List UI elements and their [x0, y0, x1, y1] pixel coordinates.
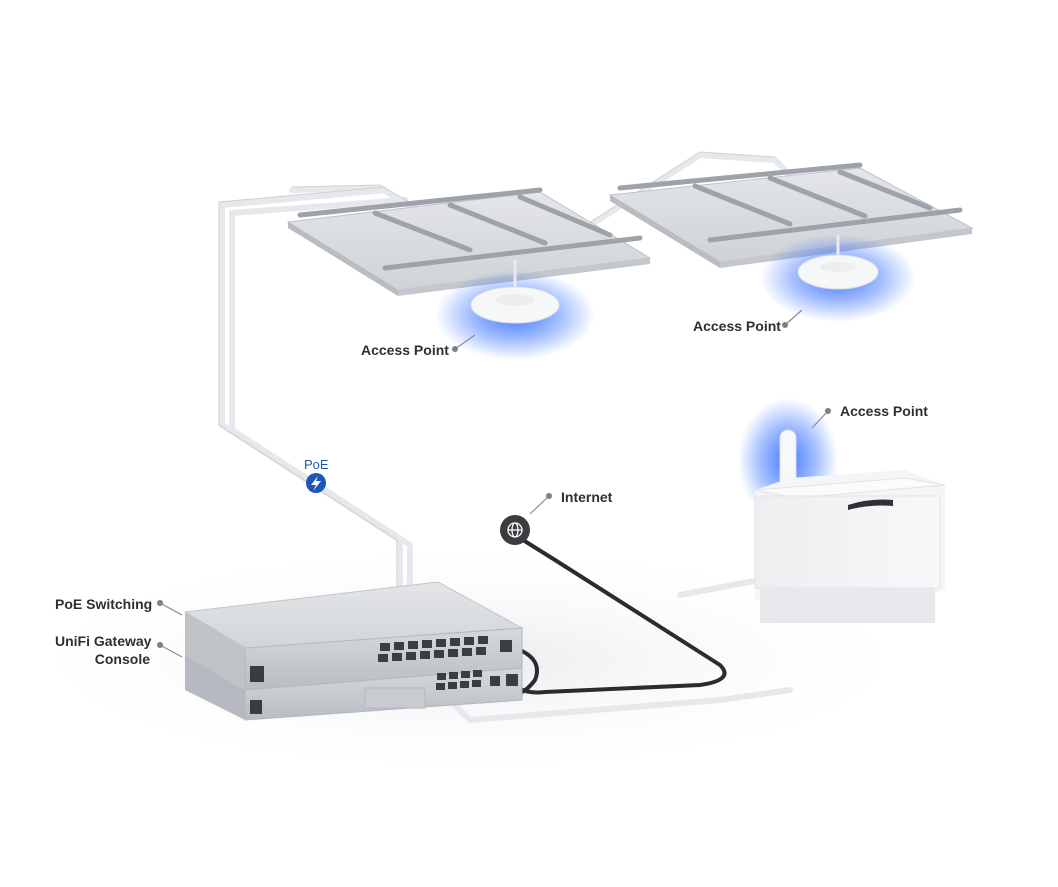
gateway-ports — [436, 670, 518, 690]
ceiling-access-point-right — [760, 234, 916, 322]
label-poe: PoE — [304, 457, 329, 472]
poe-switch-indicator — [250, 666, 264, 682]
lightning-bolt-icon — [311, 476, 321, 491]
label-access-point-ceiling-left: Access Point — [361, 342, 449, 358]
label-poe-switching: PoE Switching — [55, 596, 153, 612]
label-gateway-console: UniFi Gateway Console — [55, 632, 152, 668]
ceiling-access-point-left — [435, 260, 595, 360]
globe-icon — [507, 522, 523, 538]
label-internet: Internet — [561, 489, 613, 505]
label-gateway-line-1: UniFi Gateway — [55, 633, 152, 649]
gateway-console — [185, 655, 523, 721]
outdoor-enclosure — [754, 470, 946, 623]
leader-lines — [156, 309, 832, 658]
poe-badge — [306, 473, 326, 493]
gateway-indicator — [250, 700, 262, 714]
label-access-point-outdoor: Access Point — [840, 403, 928, 419]
label-gateway-line-2: Console — [94, 651, 150, 667]
label-access-point-ceiling-right: Access Point — [693, 318, 781, 334]
internet-badge — [500, 515, 530, 545]
switch-ports — [378, 636, 512, 662]
